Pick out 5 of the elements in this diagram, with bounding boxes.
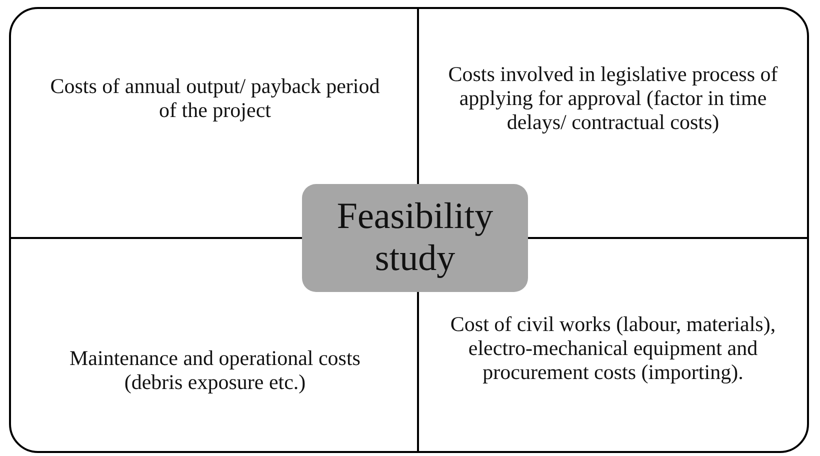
cost-text: Costs of annual output/ payback period of the project xyxy=(50,74,380,122)
cost-text: Maintenance and operational costs (debris exposure etc.) xyxy=(50,346,380,394)
center-box: Feasibility study xyxy=(302,184,528,292)
cost-text: Cost of civil works (labour, materials), electro-mechanical equipment and procurement costs (importing). xyxy=(448,312,778,384)
cost-text: Costs involved in legislative process of applying for approval (factor in time delays/ contractual costs) xyxy=(448,62,778,134)
